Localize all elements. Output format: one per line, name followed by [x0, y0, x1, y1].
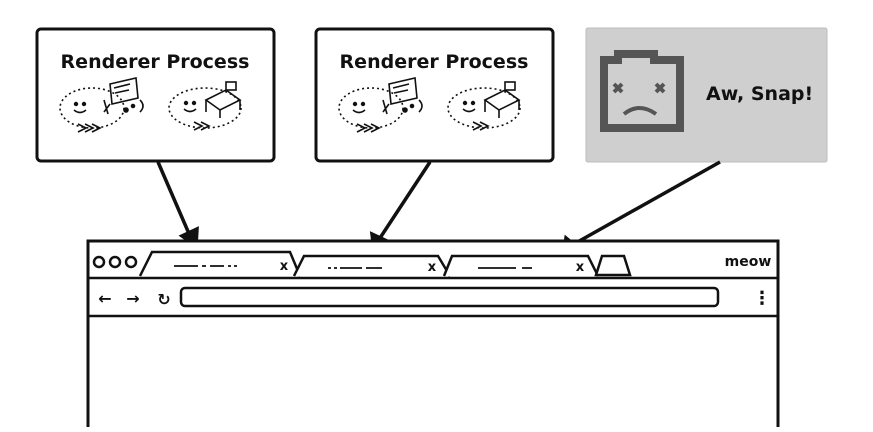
- reload-icon[interactable]: ↻: [157, 290, 170, 309]
- forward-arrow-icon[interactable]: →: [126, 289, 139, 308]
- menu-kebab-icon[interactable]: ⋮: [753, 288, 771, 309]
- tab-1[interactable]: x: [138, 250, 302, 277]
- renderer-doodle-bed-icon: [168, 81, 242, 131]
- renderer-doodle-tasks-icon: [338, 77, 423, 133]
- page-content-area: [90, 318, 776, 427]
- new-tab-button[interactable]: [594, 254, 632, 277]
- arrow-crash-to-tab-3: [573, 160, 721, 246]
- renderer-process-box-2: Renderer Process: [314, 27, 555, 163]
- browser-window: x x x meow ← → ↻ ⋮: [86, 239, 780, 427]
- renderer-doodle-bed-icon: [447, 81, 521, 131]
- tab-2-close-icon[interactable]: x: [428, 260, 437, 275]
- arrow-process-2-to-tab-2: [378, 161, 432, 239]
- crashed-process-box: Aw, Snap!: [585, 27, 828, 163]
- renderer-doodle-tasks-icon: [59, 77, 144, 133]
- tab-2[interactable]: x: [292, 254, 452, 277]
- tab-3[interactable]: x: [442, 254, 600, 277]
- arrow-process-1-to-tab-1: [156, 161, 192, 237]
- back-arrow-icon[interactable]: ←: [98, 289, 111, 308]
- renderer-process-label-2: Renderer Process: [340, 51, 529, 73]
- user-profile-label[interactable]: meow: [725, 254, 772, 270]
- aw-snap-label: Aw, Snap!: [706, 83, 813, 105]
- close-window-icon[interactable]: [92, 255, 106, 269]
- address-bar-input[interactable]: [179, 286, 720, 308]
- process-arrows: [156, 160, 721, 255]
- tab-3-close-icon[interactable]: x: [576, 260, 585, 275]
- maximize-window-icon[interactable]: [124, 255, 138, 269]
- renderer-process-label-1: Renderer Process: [61, 51, 250, 73]
- tab-1-close-icon[interactable]: x: [280, 259, 289, 274]
- renderer-process-box-1: Renderer Process: [35, 27, 276, 163]
- window-controls[interactable]: [92, 255, 138, 269]
- sad-folder-icon: [600, 50, 684, 132]
- minimize-window-icon[interactable]: [108, 255, 122, 269]
